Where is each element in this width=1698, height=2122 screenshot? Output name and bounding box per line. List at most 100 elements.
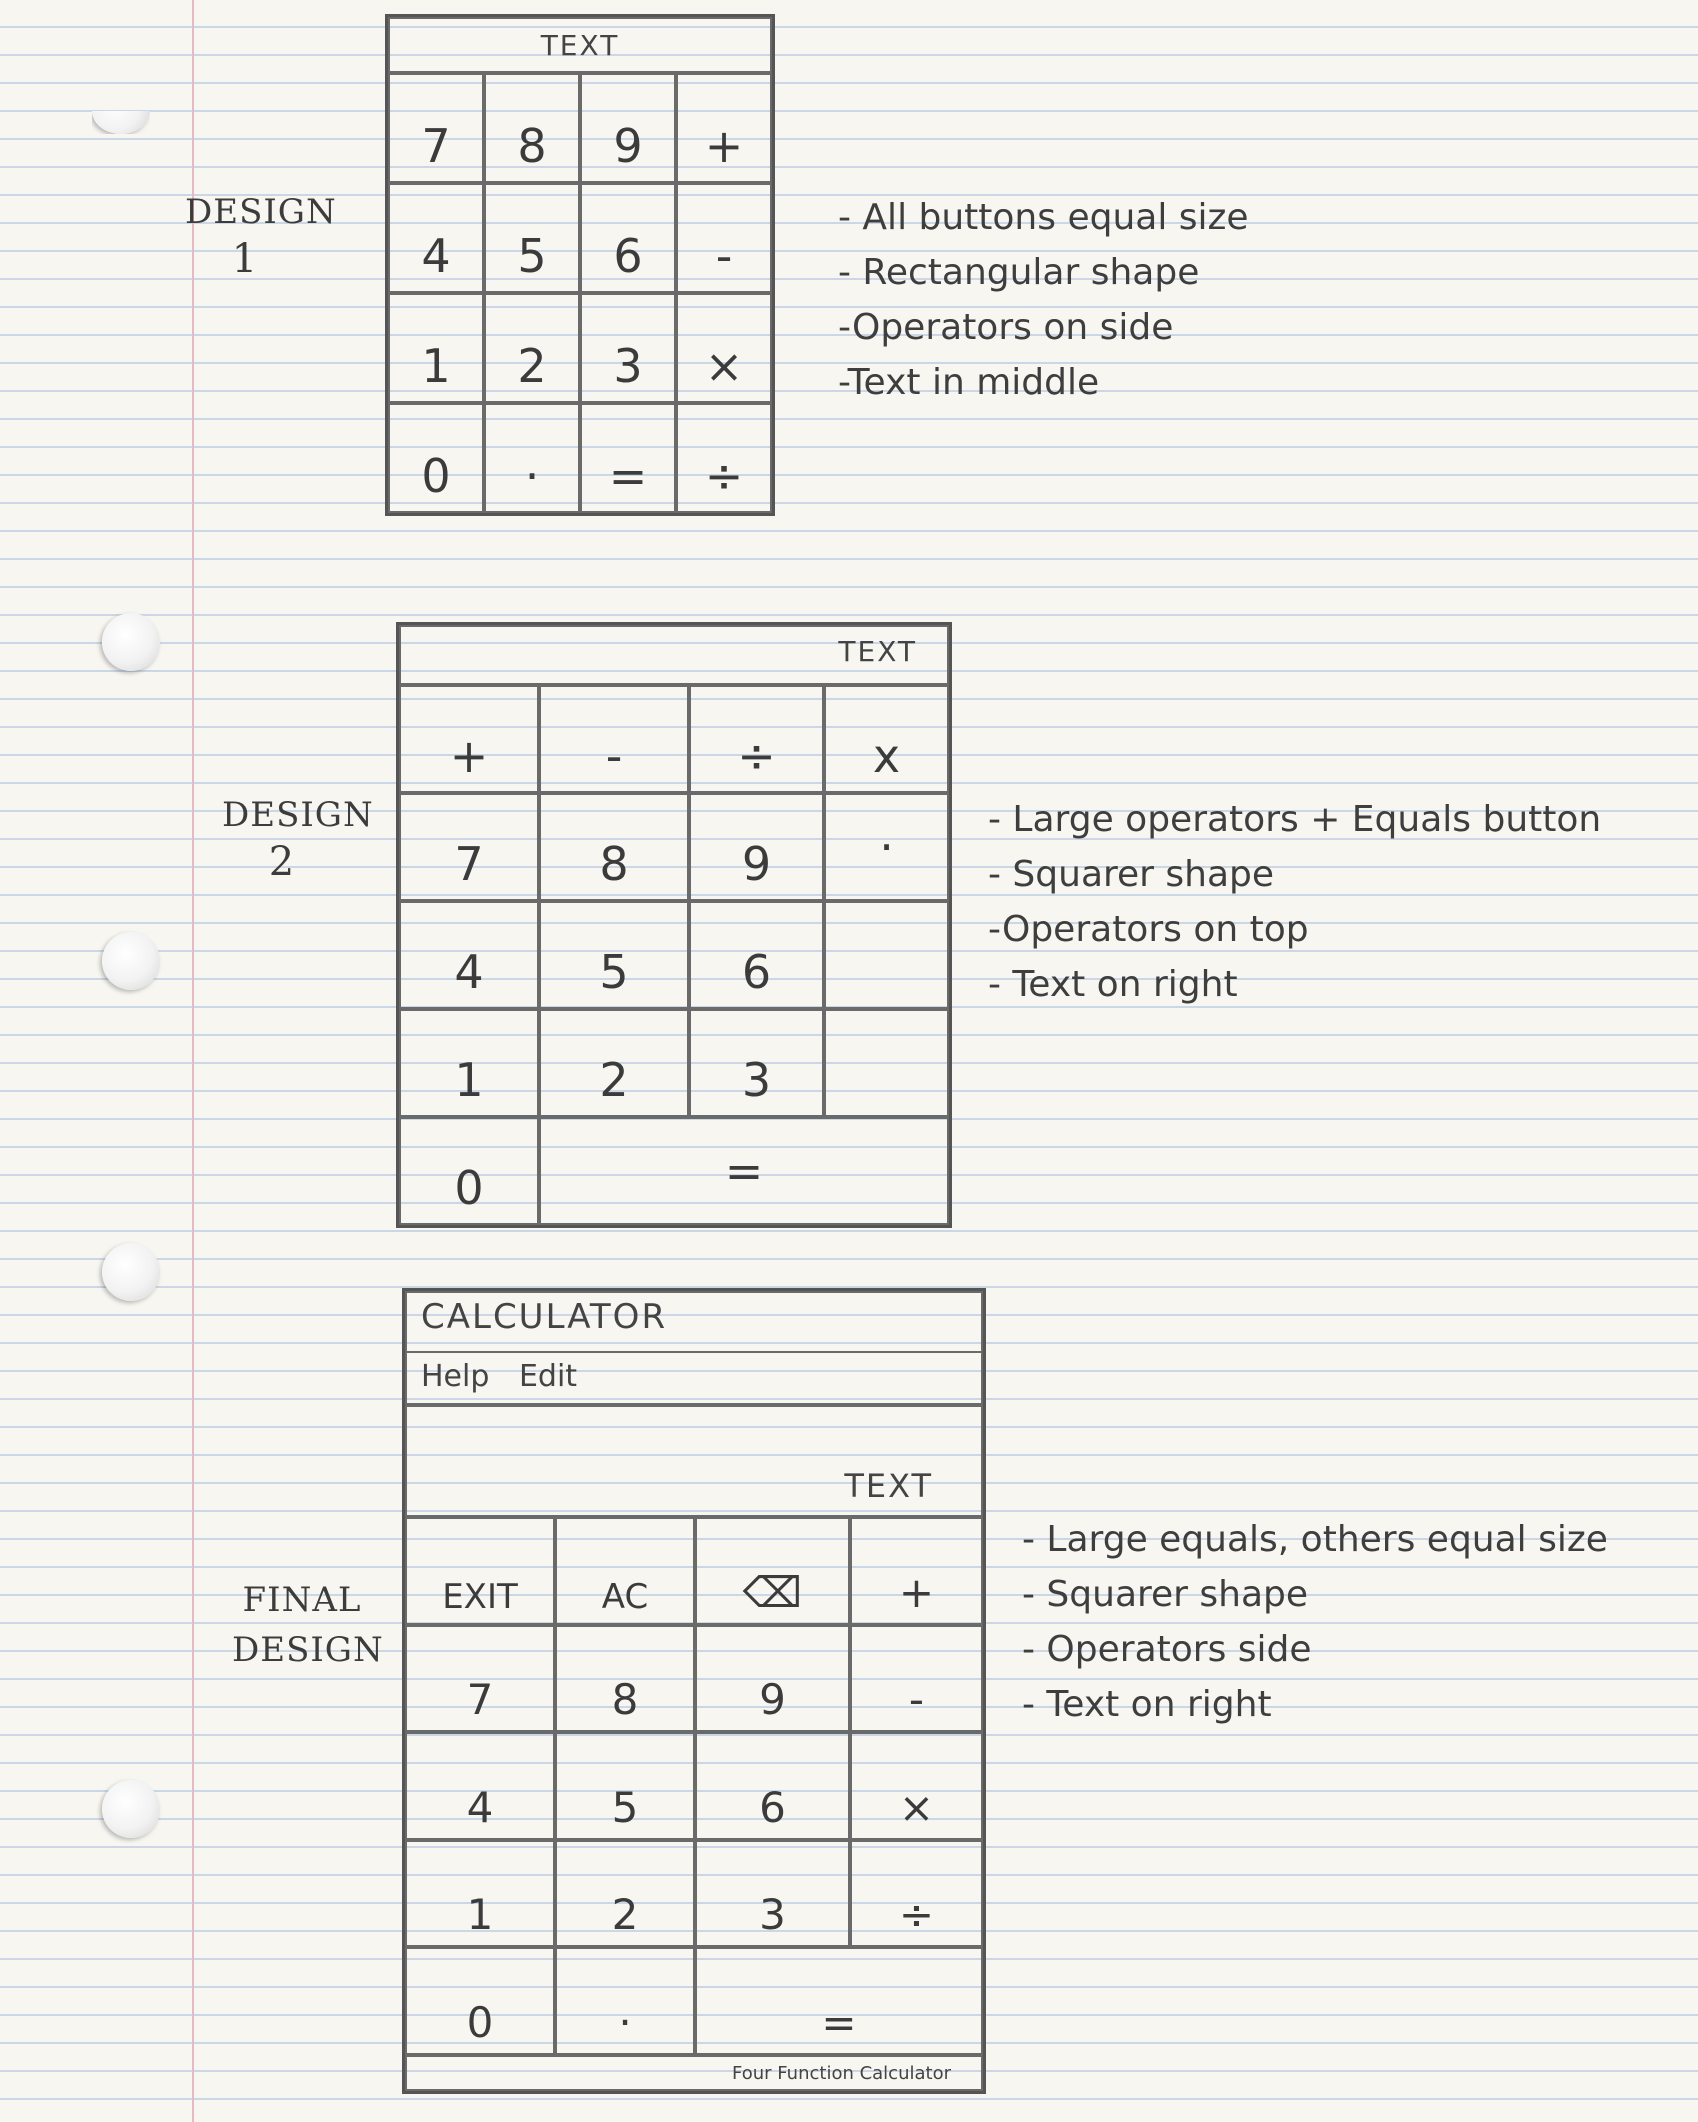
design2-blank: [824, 901, 949, 1009]
final-display: TEXT: [405, 1405, 983, 1517]
final-button: -: [850, 1624, 983, 1733]
design1-button: ·: [484, 403, 580, 513]
binder-hole: [102, 932, 160, 990]
design1-label: DESIGN 1: [185, 192, 337, 282]
design1-button: =: [580, 403, 676, 513]
final-label-word2: DESIGN: [232, 1630, 384, 1670]
final-ac-button: AC: [555, 1517, 695, 1625]
design2-button: 6: [689, 901, 824, 1009]
design1-sketch: TEXT 7 8 9 + 4 5 6 - 1 2 3 × 0 · = ÷: [385, 14, 775, 516]
final-note: - Operators side: [1022, 1629, 1312, 1670]
design2-display-text: TEXT: [838, 635, 917, 668]
design1-button: -: [676, 183, 772, 293]
final-button: 1: [405, 1839, 555, 1948]
final-button: 2: [555, 1839, 695, 1948]
final-keypad: EXIT AC ⌫ + 7 8 9 - 4 5 6 × 1 2 3 ÷ 0 · …: [405, 1517, 983, 2055]
design1-label-number: 1: [231, 236, 259, 282]
design2-display: TEXT: [399, 625, 949, 685]
final-exit-button: EXIT: [405, 1517, 555, 1625]
design2-equals-button: =: [539, 1117, 949, 1225]
design2-label: DESIGN 2: [222, 795, 374, 885]
final-button: +: [850, 1517, 983, 1625]
design2-button: 8: [539, 793, 689, 901]
final-design-sketch: CALCULATOR Help Edit TEXT EXIT AC ⌫ + 7 …: [402, 1288, 986, 2094]
binder-hole: [102, 613, 160, 671]
design2-label-number: 2: [268, 839, 296, 885]
final-design-label: FINAL DESIGN: [232, 1580, 384, 1670]
design1-button: ×: [676, 293, 772, 403]
final-label-word: FINAL: [242, 1580, 362, 1620]
final-menu-help: Help: [421, 1359, 490, 1394]
design2-notes: - Large operators + Equals button - Squa…: [988, 792, 1601, 1012]
final-button: 5: [555, 1732, 695, 1840]
design2-operator: +: [399, 685, 539, 793]
design1-button: ÷: [676, 403, 772, 513]
design2-note: - Squarer shape: [988, 854, 1275, 895]
design1-button: 0: [388, 403, 484, 513]
final-note: - Large equals, others equal size: [1022, 1519, 1608, 1560]
final-equals-button: =: [695, 1947, 983, 2055]
design2-label-word: DESIGN: [222, 795, 374, 835]
final-button: 7: [405, 1624, 555, 1733]
final-title: CALCULATOR: [421, 1297, 668, 1337]
design1-button: 2: [484, 293, 580, 403]
design1-button: 8: [484, 73, 580, 183]
design1-display: TEXT: [388, 17, 772, 73]
design2-button-zero: 0: [399, 1117, 539, 1225]
design2-note: - Text on right: [988, 964, 1238, 1005]
design2-keypad: + - ÷ x 7 8 9 · 4 5 6 1 2 3 0 =: [399, 685, 949, 1225]
design2-operator: -: [539, 685, 689, 793]
design2-button: 2: [539, 1009, 689, 1117]
final-menu-edit: Edit: [518, 1359, 578, 1394]
design1-button: +: [676, 73, 772, 183]
design1-button: 3: [580, 293, 676, 403]
final-display-text: TEXT: [844, 1467, 933, 1505]
design2-button: ·: [824, 793, 949, 901]
final-note: - Text on right: [1022, 1684, 1272, 1725]
final-button: 6: [695, 1732, 850, 1840]
design1-button: 9: [580, 73, 676, 183]
design1-button: 5: [484, 183, 580, 293]
design1-button: 4: [388, 183, 484, 293]
design1-button: 6: [580, 183, 676, 293]
binder-hole: [102, 1243, 160, 1301]
design2-blank: [824, 1009, 949, 1117]
final-menu-bar: Help Edit: [405, 1351, 983, 1405]
design1-label-word: DESIGN: [185, 192, 337, 232]
binder-hole: [92, 111, 150, 134]
final-button: 8: [555, 1624, 695, 1733]
final-backspace-icon: ⌫: [695, 1517, 850, 1625]
final-button: 9: [695, 1624, 850, 1733]
binder-hole: [102, 1780, 160, 1838]
design1-notes: - All buttons equal size - Rectangular s…: [838, 190, 1249, 410]
final-notes: - Large equals, others equal size - Squa…: [1022, 1512, 1608, 1732]
design2-button: 4: [399, 901, 539, 1009]
design1-display-text: TEXT: [540, 29, 620, 62]
design1-note: - Rectangular shape: [838, 252, 1200, 293]
design1-note: -Operators on side: [838, 307, 1174, 348]
design2-operator: ÷: [689, 685, 824, 793]
final-button: ×: [850, 1732, 983, 1840]
design2-sketch: TEXT + - ÷ x 7 8 9 · 4 5 6 1 2 3 0 =: [396, 622, 952, 1228]
final-button: 3: [695, 1839, 850, 1948]
design2-note: -Operators on top: [988, 909, 1309, 950]
final-note: - Squarer shape: [1022, 1574, 1309, 1615]
design1-note: -Text in middle: [838, 362, 1100, 403]
design1-note: - All buttons equal size: [838, 197, 1249, 238]
design2-button: 3: [689, 1009, 824, 1117]
design2-note: - Large operators + Equals button: [988, 799, 1602, 840]
final-status-text: Four Function Calculator: [732, 2063, 951, 2084]
design2-button: 9: [689, 793, 824, 901]
design1-button: 7: [388, 73, 484, 183]
design2-operator: x: [824, 685, 949, 793]
design2-button: 5: [539, 901, 689, 1009]
margin-line: [192, 0, 194, 2122]
final-title-bar: CALCULATOR: [405, 1291, 983, 1351]
final-dot-button: ·: [555, 1947, 695, 2055]
design1-keypad: 7 8 9 + 4 5 6 - 1 2 3 × 0 · = ÷: [388, 73, 772, 513]
final-button: ÷: [850, 1839, 983, 1948]
final-status-bar: Four Function Calculator: [405, 2055, 983, 2091]
design1-button: 1: [388, 293, 484, 403]
design2-button: 1: [399, 1009, 539, 1117]
final-zero-button: 0: [405, 1947, 555, 2055]
